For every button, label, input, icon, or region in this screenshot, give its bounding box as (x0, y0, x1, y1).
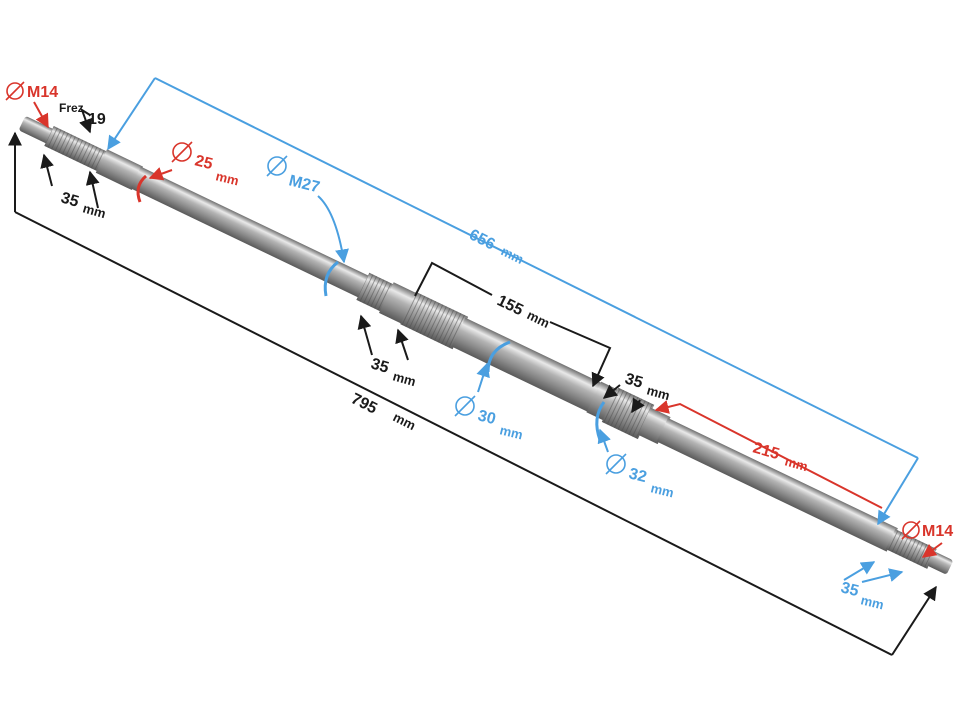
dimension-795 (8, 131, 937, 656)
dim-215-value: 215 (751, 440, 781, 464)
dimension-155 (414, 261, 612, 388)
d30-unit: mm (498, 422, 524, 442)
spline-end-value: 35 (839, 579, 860, 600)
d32-unit: mm (649, 480, 675, 500)
spline-left-value: 35 (59, 190, 81, 211)
spline-end-unit: mm (859, 592, 885, 612)
spline-right-unit: mm (645, 382, 671, 403)
diameter-icon (172, 142, 192, 162)
frez-arrow (79, 107, 93, 134)
left-thread-end (19, 116, 56, 144)
frez-label: Frez (59, 101, 84, 115)
rod-right (656, 418, 898, 552)
thread-right-callout: M14 (901, 520, 953, 558)
thread-right-label: M14 (922, 523, 953, 540)
dimension-215: 215 mm (654, 400, 883, 509)
diameter-32-callout: 32 mm (595, 401, 675, 501)
dim-656-unit: mm (499, 243, 526, 267)
dim-155-unit: mm (525, 307, 552, 331)
dim-656-value: 656 (466, 226, 498, 253)
diameter-icon (902, 521, 920, 539)
spline-left-arrows (40, 153, 100, 209)
spline-right-arrows (602, 384, 645, 414)
spline-left-unit: mm (81, 200, 107, 221)
spline-end-callout: 35 mm (839, 561, 904, 613)
thread-left-callout: M14 (5, 81, 58, 129)
dim-155-value: 155 (494, 292, 526, 319)
diameter-icon (6, 82, 24, 100)
thread-left-label: M14 (27, 84, 58, 101)
frez-value: 19 (88, 111, 106, 128)
diameter-icon (606, 454, 626, 474)
spline-mid-unit: mm (391, 368, 417, 389)
shaft (19, 116, 953, 574)
spline-mid-value: 35 (369, 356, 391, 377)
spline-right-value: 35 (623, 371, 645, 392)
left-collar (95, 149, 144, 191)
diameter-25-callout: 25 mm (136, 141, 240, 203)
diameter-icon (455, 396, 475, 416)
d25-unit: mm (214, 168, 240, 188)
m27-label: M27 (287, 172, 321, 196)
rod-25 (130, 166, 371, 299)
d25-value: 25 (193, 152, 214, 173)
diameter-icon (267, 156, 287, 176)
dimension-656 (107, 77, 919, 526)
diameter-30-callout: 30 mm (454, 340, 524, 443)
d32-value: 32 (627, 465, 648, 486)
d30-value: 30 (476, 407, 497, 428)
spline-mid-arrows (357, 314, 409, 361)
tube-30 (451, 317, 603, 413)
dim-215-unit: mm (783, 453, 809, 474)
